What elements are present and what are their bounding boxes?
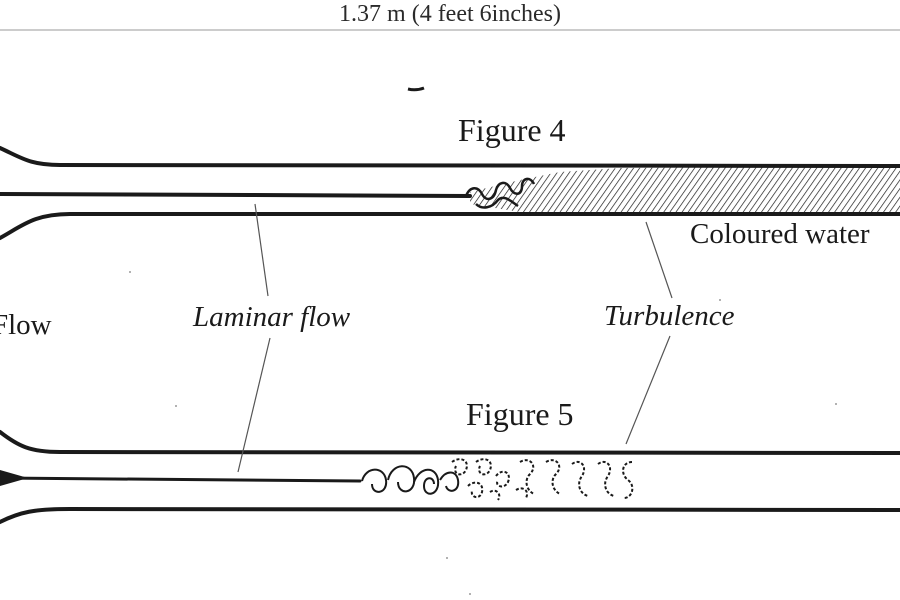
turbulence-leader-lower — [625, 335, 671, 445]
figure5-tube — [0, 430, 900, 524]
laminar-flow-label: Laminar flow — [193, 301, 351, 333]
figure5-title: Figure 5 — [466, 396, 574, 432]
figure4-turbulent-dye — [470, 166, 900, 214]
figure5-lower-wall — [0, 506, 900, 524]
ink-mark — [407, 86, 425, 92]
figure5-dye-stream — [0, 476, 362, 483]
turbulence-label: Turbulence — [604, 300, 735, 332]
turbulence-leader-upper — [645, 221, 673, 299]
figure4-tube — [0, 146, 900, 240]
laminar-leader-upper — [254, 203, 269, 297]
paper-specks — [129, 271, 837, 595]
figure5-inlet-fill — [0, 470, 28, 486]
figure4-mixing-front — [464, 177, 536, 209]
figure5-eddies — [361, 458, 634, 501]
tube-length-label: 1.37 m (4 feet 6inches) — [339, 1, 561, 27]
figure4-upper-wall — [0, 146, 900, 168]
laminar-leader-lower — [237, 337, 271, 473]
coloured-water-label: Coloured water — [690, 218, 870, 250]
figure4-dye-stream — [0, 192, 472, 198]
flow-label: Flow — [0, 309, 52, 341]
figure4-lower-wall — [0, 212, 900, 240]
leader-lines — [237, 203, 673, 473]
figure5-upper-wall — [0, 430, 900, 455]
figure4-title: Figure 4 — [458, 112, 566, 148]
